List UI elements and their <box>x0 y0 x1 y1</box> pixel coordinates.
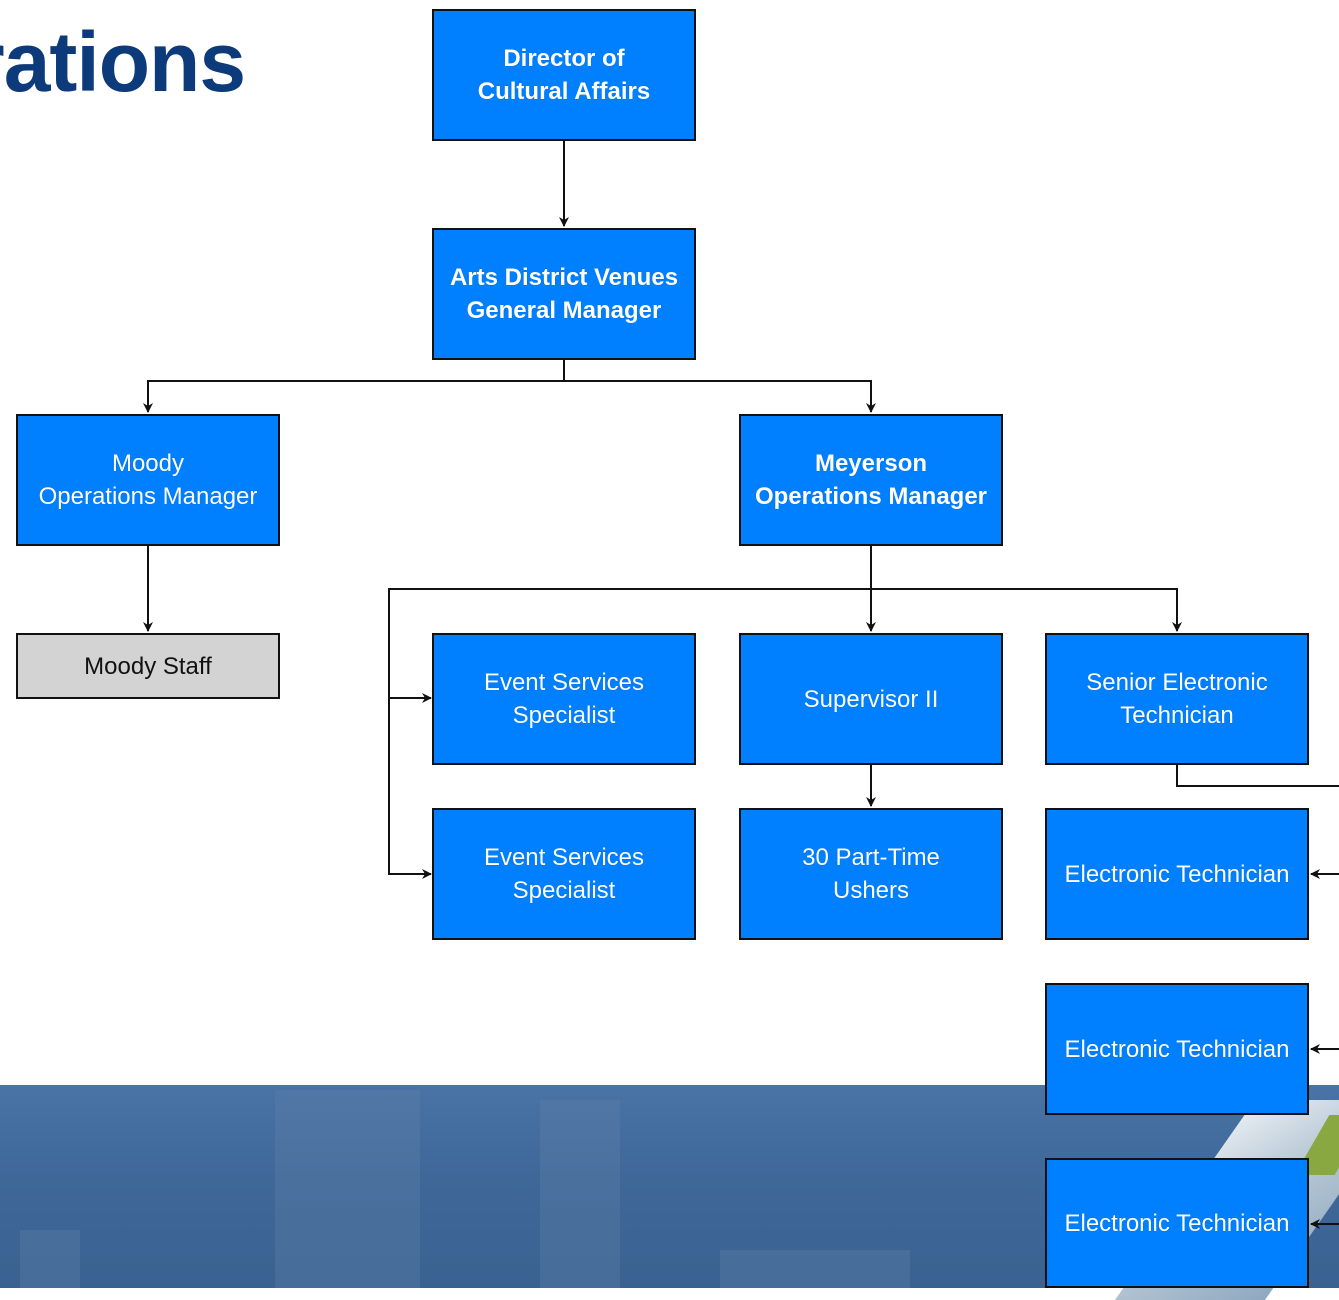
supervisor-label: Supervisor II <box>803 685 939 713</box>
senior-tech-label: Senior Electronic Technician <box>1086 669 1268 729</box>
tech-label-3: Electronic Technician <box>1064 1209 1290 1237</box>
connector-senior-tech-out <box>1176 765 1339 787</box>
slide-title: rations <box>0 20 300 104</box>
slide-title-text: rations <box>0 20 246 104</box>
background-building <box>720 1250 910 1288</box>
connector-gm-to-meyerson <box>564 380 876 413</box>
background-building <box>20 1230 80 1288</box>
supervisor-box: Supervisor II <box>739 633 1003 765</box>
senior-tech-box: Senior Electronic Technician <box>1045 633 1309 765</box>
event-specialist-label-2: Event Services Specialist <box>483 844 645 904</box>
background-building <box>540 1100 620 1288</box>
connector-gm-branch <box>143 360 565 413</box>
background-building <box>275 1090 420 1288</box>
connector-meyerson-to-specialist-1 <box>388 588 871 703</box>
tech-label-1: Electronic Technician <box>1064 860 1290 888</box>
director-box: Director of Cultural Affairs <box>432 9 696 141</box>
general-manager-label: Arts District Venues General Manager <box>449 264 679 324</box>
director-label: Director of Cultural Affairs <box>477 45 651 105</box>
moody-manager-label: Moody Operations Manager <box>38 450 258 510</box>
event-specialist-box-2: Event Services Specialist <box>432 808 696 940</box>
connector-meyerson-to-specialist-2 <box>388 698 432 879</box>
connector-meyerson-to-senior-tech <box>871 588 1182 632</box>
moody-manager-box: Moody Operations Manager <box>16 414 280 546</box>
ushers-box: 30 Part-Time Ushers <box>739 808 1003 940</box>
event-specialist-box-1: Event Services Specialist <box>432 633 696 765</box>
meyerson-manager-box: Meyerson Operations Manager <box>739 414 1003 546</box>
tech-box-3: Electronic Technician <box>1045 1158 1309 1288</box>
meyerson-manager-label: Meyerson Operations Manager <box>754 450 988 510</box>
moody-staff-box: Moody Staff <box>16 633 280 699</box>
event-specialist-label-1: Event Services Specialist <box>483 669 645 729</box>
ushers-label: 30 Part-Time Ushers <box>802 844 940 904</box>
moody-staff-label: Moody Staff <box>84 652 212 680</box>
tech-label-2: Electronic Technician <box>1064 1035 1290 1063</box>
tech-box-1: Electronic Technician <box>1045 808 1309 940</box>
tech-box-2: Electronic Technician <box>1045 983 1309 1115</box>
general-manager-box: Arts District Venues General Manager <box>432 228 696 360</box>
